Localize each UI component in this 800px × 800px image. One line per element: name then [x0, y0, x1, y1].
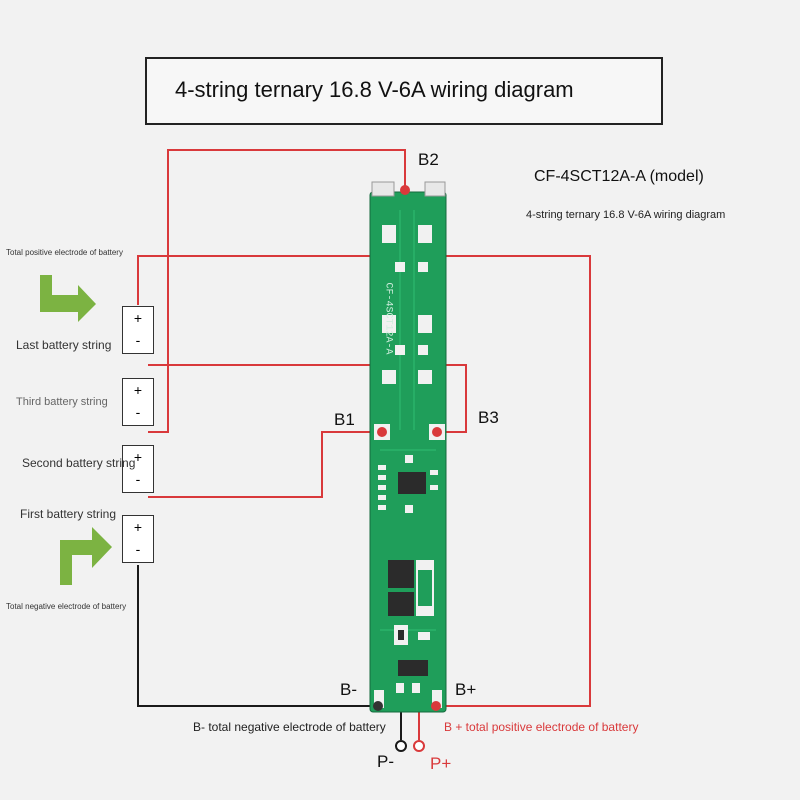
cell-plus: +	[133, 519, 143, 535]
third-string-label: Third battery string	[16, 396, 108, 408]
wire-total-negative	[137, 565, 378, 707]
wire-total-positive	[137, 255, 591, 707]
p-plus-terminal	[413, 740, 425, 752]
b-plus-note: B + total positive electrode of battery	[444, 720, 639, 734]
diagram-title: 4-string ternary 16.8 V-6A wiring diagra…	[175, 77, 574, 102]
p-minus-terminal	[395, 740, 407, 752]
battery-cell-second: + -	[122, 445, 154, 493]
cell-minus: -	[135, 404, 141, 420]
last-string-label: Last battery string	[16, 338, 112, 352]
b-minus-point	[373, 701, 383, 711]
b2-label: B2	[418, 150, 439, 169]
b3-label: B3	[478, 408, 499, 427]
b-plus-point	[431, 701, 441, 711]
battery-cell-third: + -	[122, 378, 154, 426]
wire-b2	[148, 149, 406, 433]
b1-point	[377, 427, 387, 437]
pcb-board	[369, 181, 447, 713]
first-string-label: First battery string	[20, 507, 117, 521]
p-minus-label: P-	[377, 752, 394, 771]
wire-b3	[148, 364, 467, 433]
cell-minus: -	[135, 332, 141, 348]
model-label: CF-4SCT12A-A (model)	[534, 168, 704, 185]
b-minus-note: B- total negative electrode of battery	[193, 720, 386, 734]
arrow-icon-positive	[40, 275, 96, 322]
cell-minus: -	[135, 471, 141, 487]
title-box: 4-string ternary 16.8 V-6A wiring diagra…	[145, 57, 663, 125]
total-positive-label: Total positive electrode of battery	[6, 248, 123, 257]
subtitle-label: 4-string ternary 16.8 V-6A wiring diagra…	[526, 209, 726, 221]
board-label: CF-4SCT12A-A	[382, 282, 394, 355]
battery-cell-first: + -	[122, 515, 154, 563]
p-plus-label: P+	[430, 754, 452, 773]
battery-cell-last: + -	[122, 306, 154, 354]
b3-point	[432, 427, 442, 437]
cell-plus: +	[133, 310, 143, 326]
b1-label: B1	[334, 410, 355, 429]
b-plus-label: B+	[455, 680, 477, 699]
b-minus-label: B-	[340, 680, 357, 699]
cell-plus: +	[133, 449, 143, 465]
wire-b1	[148, 431, 382, 498]
second-string-label: Second battery string	[22, 456, 136, 470]
cell-plus: +	[133, 382, 143, 398]
arrow-icon-negative	[60, 527, 112, 585]
cell-minus: -	[135, 541, 141, 557]
total-negative-label: Total negative electrode of battery	[6, 602, 127, 611]
b2-point	[400, 185, 410, 195]
